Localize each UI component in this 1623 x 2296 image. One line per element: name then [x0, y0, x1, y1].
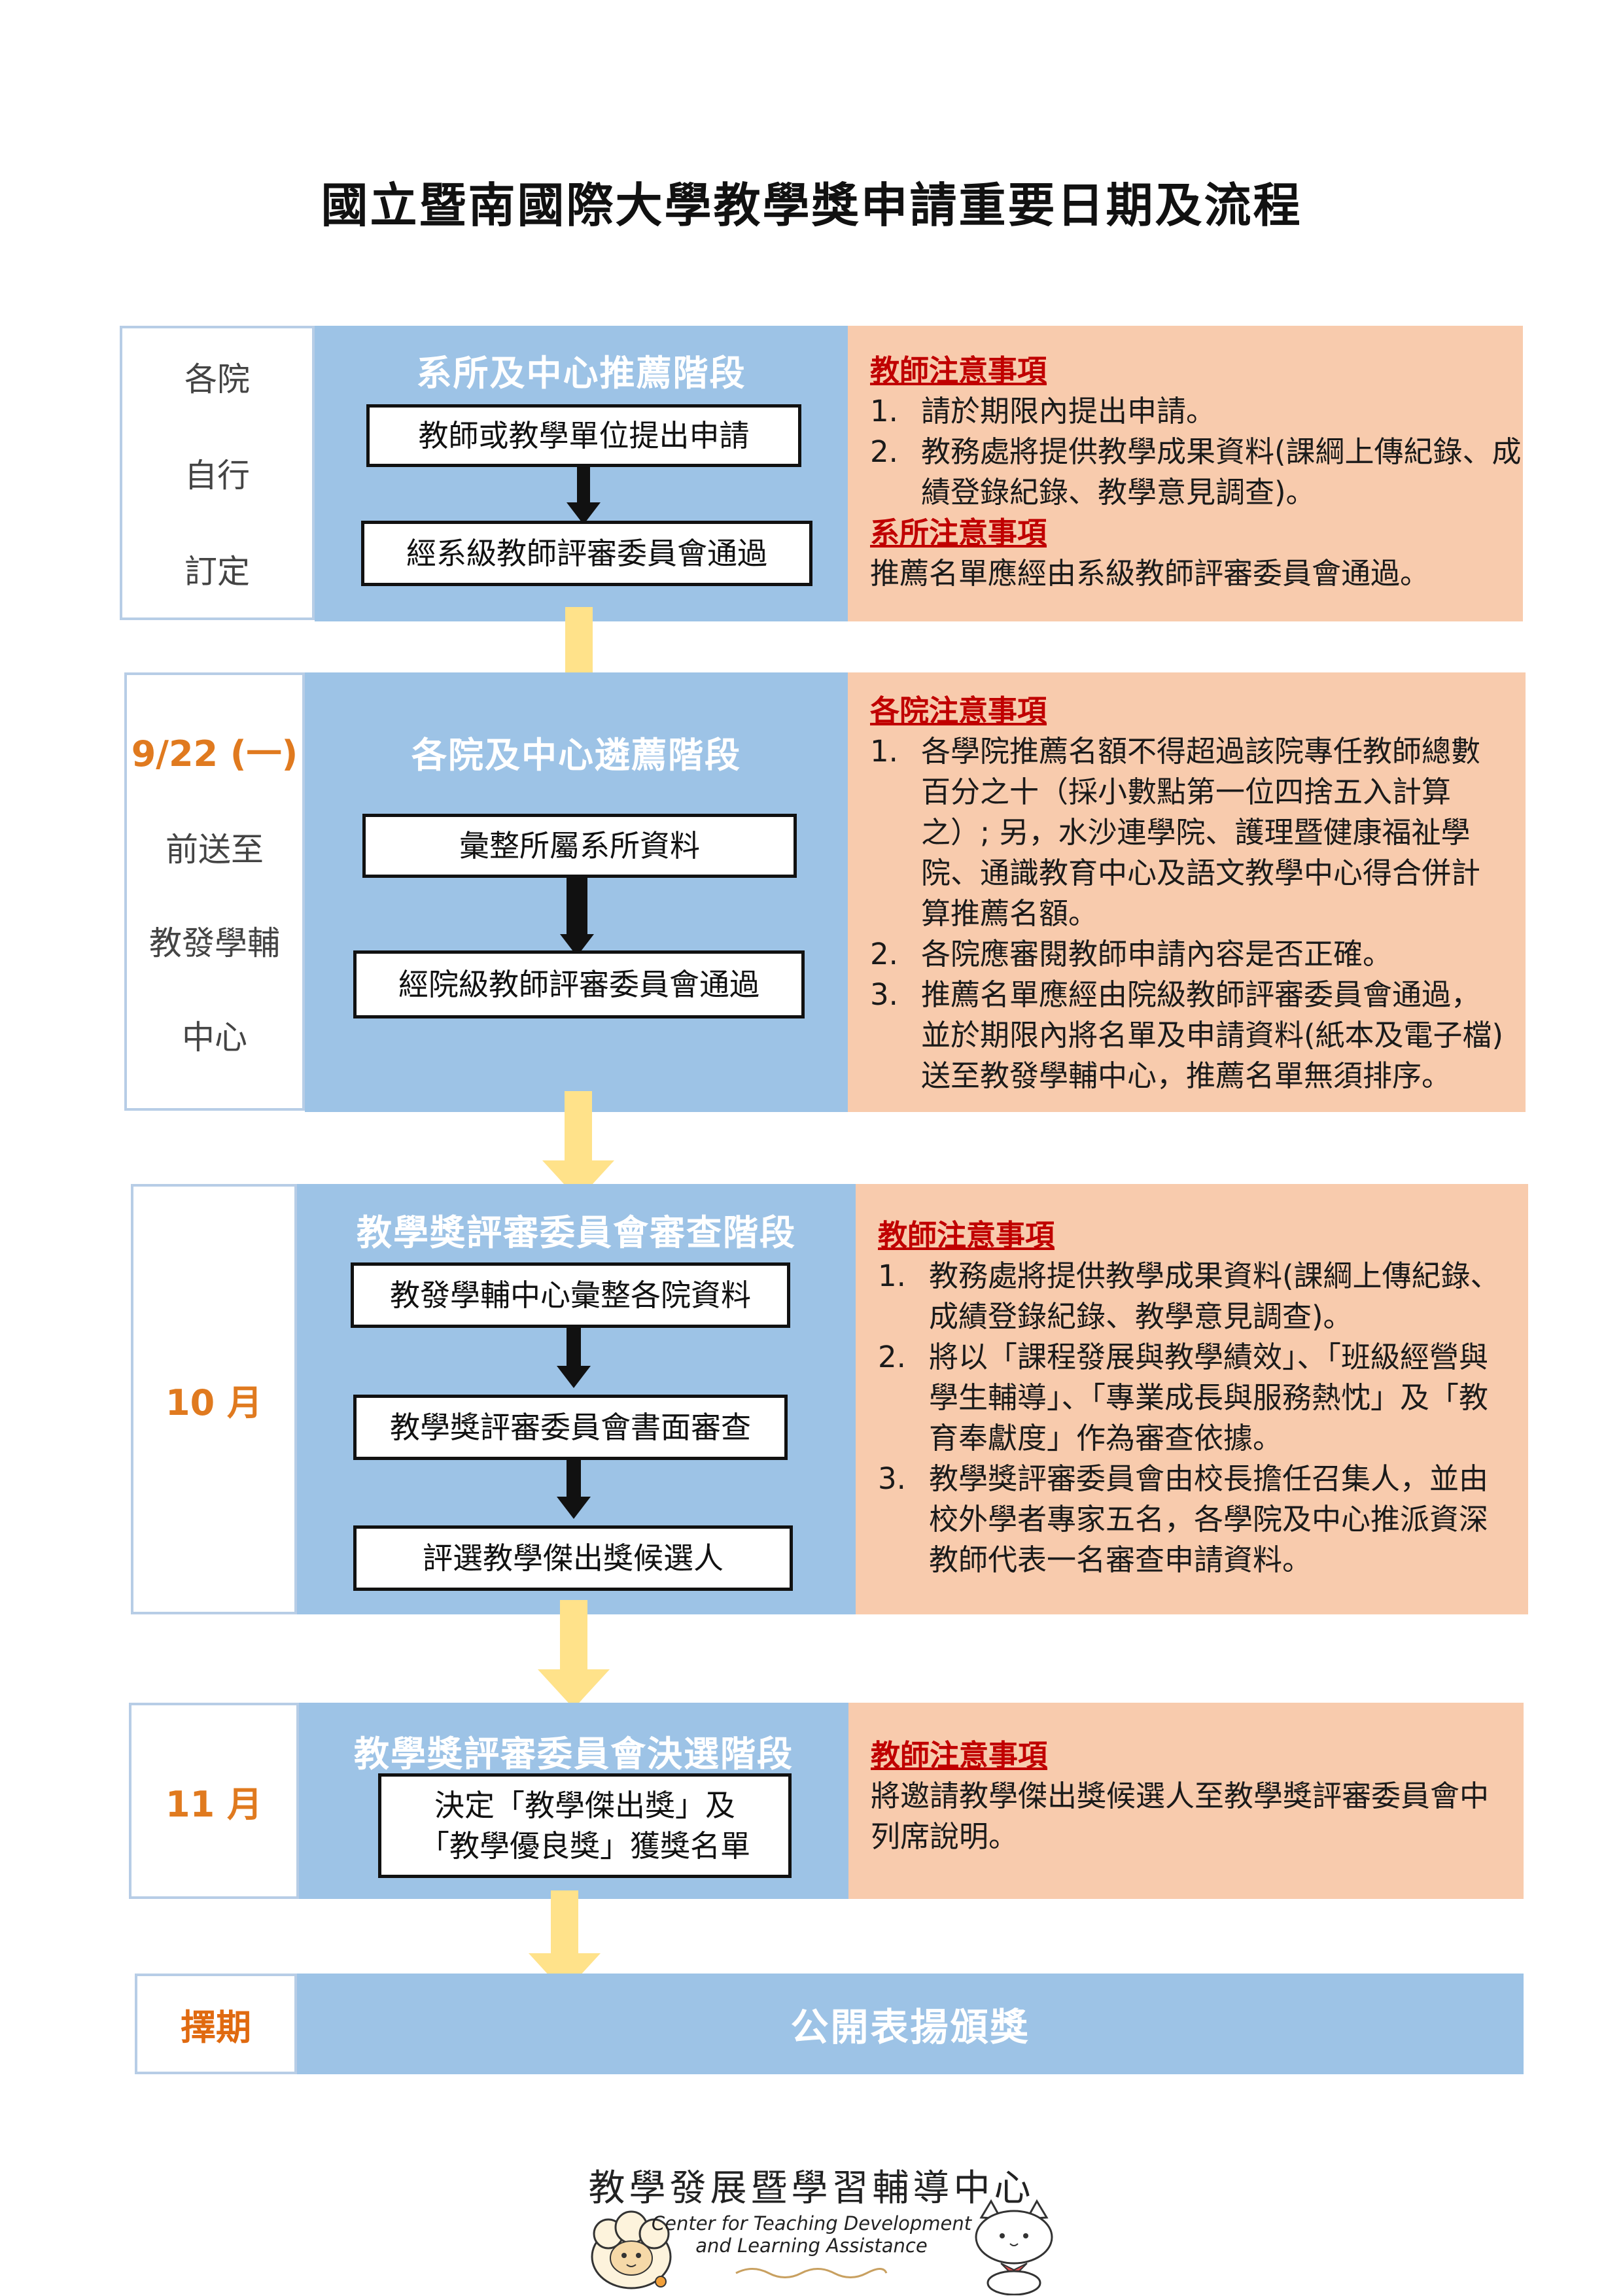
stage4-notes: 教師注意事項 將邀請教學傑出獎候選人至教學獎評審委員會中列席說明。	[848, 1703, 1524, 1899]
stage2-step2-box: 經院級教師評審委員會通過	[353, 950, 805, 1018]
stage1-date-line: 自行	[184, 456, 250, 495]
stage4-panel: 教學獎評審委員會決選階段 決定「教學傑出獎」及 「教學優良獎」獲獎名單	[299, 1703, 848, 1899]
stage3-title: 教學獎評審委員會審查階段	[357, 1212, 796, 1253]
final-date-cell: 擇期	[135, 1974, 297, 2074]
note-item: 2.教務處將提供教學成果資料(課綱上傳紀錄、成績登錄紀錄、教學意見調查)。	[870, 434, 1522, 510]
stage4-date-cell: 11 月	[129, 1703, 299, 1899]
stage2-date-line: 中心	[182, 1018, 247, 1057]
flow-arrow-stem	[560, 1600, 587, 1672]
note-item: 2.將以「課程發展與教學績效」、「班級經營與學生輔導」、「專業成長與服務熱忱」及…	[878, 1340, 1489, 1455]
flow-arrow-stem	[565, 607, 593, 679]
stage2-date-line: 9/22 (一)	[131, 733, 298, 774]
stage2-date-cell: 9/22 (一) 前送至 教發學輔 中心	[124, 672, 305, 1111]
stage3-panel: 教學獎評審委員會審查階段 教發學輔中心彙整各院資料 教學獎評審委員會書面審查 評…	[297, 1184, 856, 1614]
note-heading: 教師注意事項	[871, 1738, 1048, 1773]
stage2-title: 各院及中心遴薦階段	[411, 735, 741, 776]
stage2-panel: 各院及中心遴薦階段 彙整所屬系所資料 經院級教師評審委員會通過	[305, 672, 848, 1112]
note-text: 將邀請教學傑出獎候選人至教學獎評審委員會中列席說明。	[871, 1779, 1490, 1854]
stage3-step1-box: 教發學輔中心彙整各院資料	[351, 1262, 790, 1328]
stage4-step-box: 決定「教學傑出獎」及 「教學優良獎」獲獎名單	[378, 1773, 792, 1878]
stage4-step-line: 「教學優良獎」獲獎名單	[419, 1828, 750, 1864]
note-heading: 教師注意事項	[878, 1218, 1055, 1253]
note-item: 1.請於期限內提出申請。	[870, 394, 1216, 428]
flow-arrow-stem	[565, 1091, 592, 1163]
stage3-step3-box: 評選教學傑出獎候選人	[353, 1525, 793, 1591]
stage1-date-line: 各院	[184, 360, 250, 398]
stage1-step2-box: 經系級教師評審委員會通過	[361, 521, 812, 586]
final-stage-bar: 公開表揚頒獎	[297, 1974, 1524, 2074]
footer-en-line1: Center for Teaching Development	[651, 2212, 972, 2235]
stage4-date-line: 11 月	[166, 1783, 262, 1825]
stage1-step1-box: 教師或教學單位提出申請	[366, 404, 801, 467]
footer-en-line2: and Learning Assistance	[695, 2235, 928, 2257]
stage3-arrow-shaft	[567, 1460, 581, 1499]
stage3-step2-box: 教學獎評審委員會書面審查	[353, 1395, 788, 1460]
stage4-step-line: 決定「教學傑出獎」及	[434, 1787, 735, 1823]
stage2-step1-box: 彙整所屬系所資料	[362, 814, 797, 878]
stage2-date-line: 前送至	[166, 830, 264, 869]
flow-arrow-stem	[551, 1890, 578, 1956]
stage1-arrow-shaft	[577, 467, 590, 506]
stage2-notes: 各院注意事項 1.各學院推薦名額不得超過該院專任教師總數百分之十（採小數點第一位…	[848, 672, 1526, 1112]
flow-arrow-head	[538, 1669, 610, 1709]
note-item: 3.教學獎評審委員會由校長擔任召集人，並由校外學者專家五名，各學院及中心推派資深…	[878, 1461, 1489, 1577]
stage1-notes: 教師注意事項 1.請於期限內提出申請。 2.教務處將提供教學成果資料(課綱上傳紀…	[848, 326, 1523, 621]
stage3-notes: 教師注意事項 1.教務處將提供教學成果資料(課綱上傳紀錄、成績登錄紀錄、教學意見…	[856, 1184, 1528, 1614]
final-date: 擇期	[181, 2006, 251, 2048]
stage3-arrow-head	[557, 1366, 591, 1388]
stage1-panel: 系所及中心推薦階段 教師或教學單位提出申請 經系級教師評審委員會通過	[315, 326, 848, 621]
sheep-mascot-icon	[591, 2210, 672, 2289]
page-title: 國立暨南國際大學教學獎申請重要日期及流程	[321, 178, 1302, 233]
stage3-date-line: 10 月	[166, 1382, 262, 1423]
note-heading: 系所注意事項	[870, 515, 1047, 550]
stage3-date-cell: 10 月	[131, 1184, 297, 1614]
footer-org-name: 教學發展暨學習輔導中心	[588, 2167, 1035, 2210]
stage3-arrow-head	[557, 1497, 591, 1519]
note-heading: 各院注意事項	[870, 693, 1047, 728]
note-item: 1.各學院推薦名額不得超過該院專任教師總數百分之十（採小數點第一位四捨五入計算之…	[870, 734, 1481, 931]
note-item: 2.各院應審閱教師申請內容是否正確。	[870, 937, 1393, 971]
note-heading: 教師注意事項	[870, 353, 1047, 388]
stage2-arrow-shaft	[567, 878, 587, 937]
stage1-date-line: 訂定	[184, 553, 250, 591]
decorative-flourish-icon	[735, 2268, 888, 2278]
note-text: 推薦名單應經由系級教師評審委員會通過。	[870, 556, 1430, 591]
stage2-date-line: 教發學輔	[149, 924, 280, 963]
note-item: 3.推薦名單應經由院級教師評審委員會通過，並於期限內將名單及申請資料(紙本及電子…	[870, 977, 1504, 1093]
stage3-arrow-shaft	[567, 1328, 581, 1368]
stage1-title: 系所及中心推薦階段	[416, 353, 746, 394]
stage4-title: 教學獎評審委員會決選階段	[354, 1733, 794, 1775]
cat-mascot-icon	[975, 2199, 1053, 2295]
stage1-date-cell: 各院 自行 訂定	[120, 326, 315, 620]
note-item: 1.教務處將提供教學成果資料(課綱上傳紀錄、成績登錄紀錄、教學意見調查)。	[878, 1259, 1500, 1334]
